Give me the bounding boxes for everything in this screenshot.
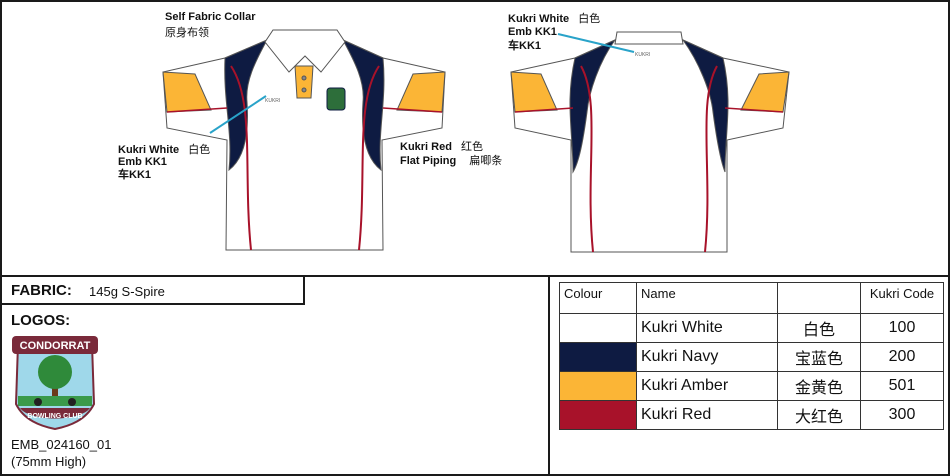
- header-blank: [777, 282, 861, 314]
- front-emb-label: Kukri White 白色: [118, 143, 210, 157]
- logo-code: EMB_024160_01: [11, 437, 112, 452]
- piping-line1: Kukri Red: [400, 141, 452, 153]
- leader-back: [557, 33, 635, 53]
- front-amber-left: [162, 71, 212, 113]
- colour-name-cn: 大红色: [777, 400, 861, 430]
- front-emb-line2: Emb KK1: [118, 156, 167, 168]
- shirt-back-drawing: KUKRI: [510, 31, 790, 253]
- colour-name: Kukri Amber: [636, 371, 778, 401]
- fabric-box: [0, 275, 305, 305]
- colour-code: 200: [860, 342, 944, 372]
- colour-table: Colour Name Kukri Code Kukri White 白色 10…: [559, 282, 944, 430]
- leader-front: [209, 95, 267, 134]
- piping-label-2: Flat Piping 扁唧条: [400, 154, 502, 168]
- logos-label: LOGOS:: [11, 312, 71, 329]
- back-emb-label: Kukri White 白色: [508, 12, 600, 26]
- header-colour: Colour: [559, 282, 637, 314]
- back-emb-line3: 车KK1: [508, 40, 542, 52]
- colour-code: 501: [860, 371, 944, 401]
- back-navy-left: [569, 38, 617, 174]
- front-collar: [264, 29, 346, 73]
- colour-table-header: Colour Name Kukri Code: [559, 282, 944, 314]
- piping-line2: Flat Piping: [400, 155, 457, 167]
- front-placket: [294, 65, 314, 99]
- back-emb-line1-cn: 白色: [578, 12, 601, 25]
- front-amber-right: [396, 71, 446, 113]
- front-piping-sleeve-l: [166, 107, 228, 113]
- colour-swatch: [559, 371, 637, 401]
- colour-name: Kukri White: [636, 313, 778, 343]
- badge-top-text: CONDORRAT: [20, 340, 91, 352]
- fabric-label: FABRIC:: [11, 282, 72, 299]
- badge-bottom-text: BOWLING CLUB: [27, 413, 82, 420]
- colour-row: Kukri Navy 宝蓝色 200: [559, 342, 944, 372]
- front-badge: [326, 87, 346, 111]
- back-emb-line2: Emb KK1: [508, 26, 557, 38]
- colour-name: Kukri Red: [636, 400, 778, 430]
- shirt-front-drawing: KUKRI: [162, 29, 446, 251]
- colour-row: Kukri Red 大红色 300: [559, 400, 944, 430]
- header-name: Name: [636, 282, 778, 314]
- front-piping-sleeve-r: [382, 107, 443, 113]
- front-emb-line1: Kukri White: [118, 144, 180, 156]
- colour-swatch: [559, 313, 637, 343]
- svg-text:KUKRI: KUKRI: [265, 98, 280, 104]
- svg-text:KUKRI: KUKRI: [635, 52, 650, 58]
- colour-name-cn: 金黄色: [777, 371, 861, 401]
- colour-name-cn: 白色: [777, 313, 861, 343]
- colour-swatch: [559, 342, 637, 372]
- piping-label: Kukri Red 红色: [400, 140, 483, 154]
- front-piping-left: [230, 65, 252, 251]
- collar-label: Self Fabric Collar: [165, 11, 256, 23]
- colour-name-cn: 宝蓝色: [777, 342, 861, 372]
- back-navy-right: [681, 38, 729, 173]
- colour-swatch: [559, 400, 637, 430]
- back-collar: [614, 31, 684, 45]
- leader-lines: [209, 33, 635, 134]
- shirt-front: KUKRI: [162, 29, 446, 251]
- colour-code: 300: [860, 400, 944, 430]
- front-emb-line3: 车KK1: [118, 169, 152, 181]
- fabric-value: 145g S-Spire: [89, 284, 165, 299]
- header-code: Kukri Code: [860, 282, 944, 314]
- logo-size: (75mm High): [11, 454, 87, 469]
- back-emb-line1: Kukri White: [508, 13, 570, 25]
- back-amber-right: [740, 71, 790, 113]
- colour-row: Kukri Amber 金黄色 501: [559, 371, 944, 401]
- colour-row: Kukri White 白色 100: [559, 313, 944, 343]
- club-badge: CONDORRAT BOWLING CLUB: [12, 336, 98, 430]
- collar-label-cn: 原身布领: [165, 26, 209, 39]
- back-amber-left: [510, 71, 558, 113]
- front-piping-right: [358, 65, 380, 251]
- front-emb-line1-cn: 白色: [188, 143, 211, 156]
- front-navy-right: [341, 38, 385, 172]
- piping-line1-cn: 红色: [461, 140, 484, 153]
- colour-name: Kukri Navy: [636, 342, 778, 372]
- piping-line2-cn: 扁唧条: [469, 154, 503, 167]
- colour-panel: [548, 275, 950, 476]
- colour-code: 100: [860, 313, 944, 343]
